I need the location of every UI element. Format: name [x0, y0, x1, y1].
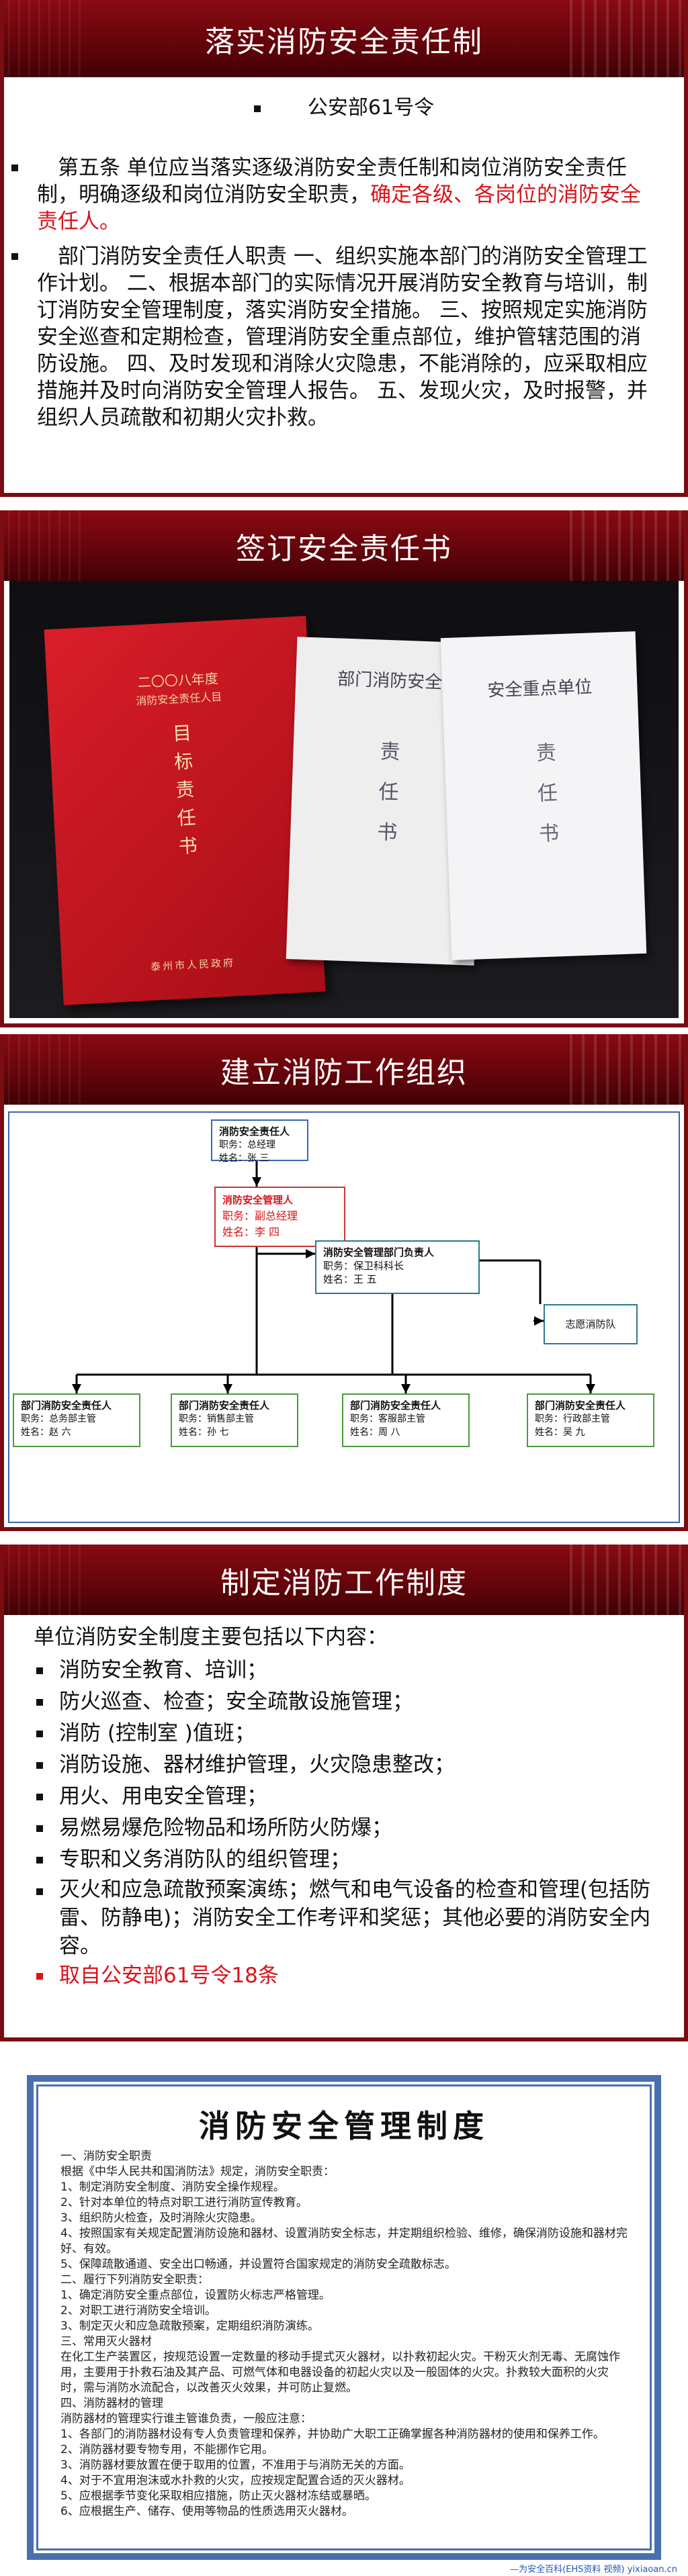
bullet-icon [253, 105, 261, 112]
document-line: 5、保障疏散通道、安全出口畅通，并设置符合国家规定的消防安全疏散标志。 [60, 2258, 456, 2271]
document-line: 消防器材的管理实行谁主管谁负责，一般应注意： [60, 2412, 312, 2426]
rules-source-note: 取自公安部61号令18条 [34, 1960, 661, 1992]
document-border [27, 2075, 661, 2560]
document-line: 在化工生产装置区，按规范设置一定数量的移动手提式灭火器材，以扑救初起火灾。干粉灭… [60, 2350, 620, 2395]
department-duties-paragraph: 部门消防安全责任人职责 一、组织实施本部门的消防安全管理工作计划。 二、根据本部… [11, 243, 661, 431]
slide-sign-responsibility: 签订安全责任书 二〇〇八年度 消防安全责任人目 目标责任书 泰州市人民政府 部门… [0, 510, 688, 1027]
watermark-footer: —为安全百科(EHS资料 视频) yixiaoan.cn [510, 2565, 677, 2575]
rules-list-item: 灭火和应急疏散预案演练；燃气和电气设备的检查和管理(包括防雷、防静电)；消防安全… [34, 1876, 661, 1960]
management-rules-document: 消防安全管理制度 一、消防安全职责根据《中华人民共和国消防法》规定，消防安全职责… [27, 2075, 661, 2560]
bullet-icon [11, 165, 18, 171]
slide-fire-responsibility: 落实消防安全责任制 公安部61号令 第五条 单位应当落实逐级消防安全责任制和岗位… [0, 0, 688, 497]
document-line: 二、履行下列消防安全职责： [60, 2273, 209, 2287]
slide-title-banner: 落实消防安全责任制 [0, 0, 688, 77]
document-line: 根据《中华人民共和国消防法》规定，消防安全职责： [60, 2165, 335, 2178]
highlighted-requirement: 确定各级、各岗位的消防安全责任人。 [37, 183, 641, 234]
slide-management-document: 消防安全管理制度 一、消防安全职责根据《中华人民共和国消防法》规定，消防安全职责… [0, 2048, 688, 2576]
slide-fire-rules: 制定消防工作制度 单位消防安全制度主要包括以下内容： 消防安全教育、培训； 防火… [0, 1545, 688, 2041]
rules-list-item: 消防设施、器材维护管理，火灾隐患整改； [34, 1749, 661, 1781]
rules-list-item: 易燃易爆危险物品和场所防火防爆； [34, 1812, 661, 1844]
org-node-department-head: 消防安全管理部门负责人 职务：保卫科科长 姓名：王 五 [315, 1240, 480, 1294]
org-node-department-4: 部门消防安全责任人 职务：行政部主管 姓名：吴 九 [527, 1393, 654, 1447]
document-line: 4、按照国家有关规定配置消防设施和器材、设置消防安全标志，并定期组织检验、维修，… [60, 2227, 628, 2256]
document-line: 三、常用灭火器材 [60, 2335, 152, 2348]
article-five-paragraph: 第五条 单位应当落实逐级消防安全责任制和岗位消防安全责任制，明确逐级和岗位消防安… [11, 154, 661, 235]
document-line: 1、各部门的消防器材设有专人负责管理和保养，并协助广大职工正确掌握各种消防器材的… [60, 2428, 605, 2441]
rules-list-item: 防火巡查、检查；安全疏散设施管理； [34, 1686, 661, 1718]
rules-list-item: 消防安全教育、培训； [34, 1655, 661, 1686]
document-line: 6、应根据生产、储存、使用等物品的性质选用灭火器材。 [60, 2505, 353, 2518]
slide-title-banner: 签订安全责任书 [0, 510, 688, 581]
document-line: 3、组织防火检查，及时消除火灾隐患。 [60, 2211, 262, 2225]
document-line: 3、制定灭火和应急疏散预案，定期组织消防演练。 [60, 2319, 319, 2333]
org-node-volunteer-fire-team: 志愿消防队 [544, 1304, 638, 1344]
org-node-department-2: 部门消防安全责任人 职务：销售部主管 姓名：孙 七 [171, 1393, 298, 1447]
regulation-subtitle: 公安部61号令 [0, 91, 688, 120]
document-line: 2、对职工进行消防安全培训。 [60, 2304, 216, 2317]
rules-list-item: 消防 (控制室 )值班； [34, 1718, 661, 1749]
org-chart-connectors [72, 1160, 595, 1393]
slide-title: 落实消防安全责任制 [205, 24, 483, 59]
responsibility-books-photo: 二〇〇八年度 消防安全责任人目 目标责任书 泰州市人民政府 部门消防安全 责任书… [9, 581, 679, 1018]
org-node-department-3: 部门消防安全责任人 职务：客服部主管 姓名：周 八 [342, 1393, 470, 1447]
document-line: 5、应根据季节变化采取相应措施，防止灭火器材冻结或暴晒。 [60, 2489, 376, 2503]
org-node-fire-safety-responsible: 消防安全责任人 职务：总经理 姓名：张 三 [211, 1119, 308, 1164]
slide-title: 制定消防工作制度 [220, 1565, 468, 1600]
org-node-fire-safety-manager: 消防安全管理人 职务：副总经理 姓名：李 四 [214, 1187, 345, 1247]
org-node-department-1: 部门消防安全责任人 职务：总务部主管 姓名：赵 六 [13, 1393, 140, 1447]
document-line: 3、消防器材要放置在便于取用的位置，不准用于与消防无关的方面。 [60, 2458, 411, 2472]
document-title: 消防安全管理制度 [199, 2108, 489, 2144]
red-target-book: 二〇〇八年度 消防安全责任人目 目标责任书 泰州市人民政府 [44, 616, 326, 1005]
document-body: 一、消防安全职责根据《中华人民共和国消防法》规定，消防安全职责： 1、制定消防安全… [60, 2149, 628, 2520]
bullet-icon [11, 253, 18, 260]
document-line: 四、消防器材的管理 [60, 2397, 163, 2410]
slide-fire-organization: 建立消防工作组织 [0, 1034, 688, 1531]
document-line: 1、制定消防安全制度、消防安全操作规程。 [60, 2180, 285, 2194]
slide-title-banner: 制定消防工作制度 [0, 1545, 688, 1615]
document-line: 1、确定消防安全重点部位，设置防火标志严格管理。 [60, 2289, 331, 2302]
rules-list: 单位消防安全制度主要包括以下内容： 消防安全教育、培训； 防火巡查、检查；安全疏… [34, 1622, 661, 1992]
rules-list-item: 用火、用电安全管理； [34, 1781, 661, 1812]
document-line: 4、对于不宜用泡沫或水扑救的火灾，应按规定配置合适的灭火器材。 [60, 2474, 411, 2487]
document-line: 2、针对本单位的特点对职工进行消防宣传教育。 [60, 2196, 308, 2209]
rules-list-item: 专职和义务消防队的组织管理； [34, 1844, 661, 1876]
org-chart: 消防安全责任人 职务：总经理 姓名：张 三 消防安全管理人 职务：副总经理 姓名… [8, 1111, 680, 1523]
rules-intro: 单位消防安全制度主要包括以下内容： [34, 1625, 388, 1649]
key-unit-responsibility-book: 安全重点单位 责任书 [440, 631, 647, 960]
slide-title-banner: 建立消防工作组织 [0, 1034, 688, 1105]
document-line: 2、消防器材要专物专用，不能挪作它用。 [60, 2443, 273, 2456]
slide-title: 签订安全责任书 [236, 531, 452, 566]
slide-title: 建立消防工作组织 [220, 1055, 468, 1090]
document-line: 一、消防安全职责 [60, 2150, 152, 2163]
